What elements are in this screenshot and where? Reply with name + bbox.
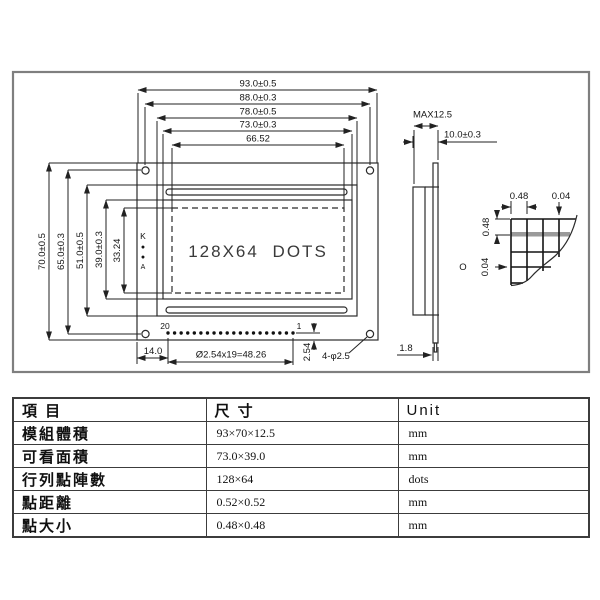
svg-text:●: ● — [141, 254, 145, 261]
dim-88: 88.0±0.3 — [240, 93, 277, 104]
dim-14: 14.0 — [144, 346, 163, 357]
header-item: 項 目 — [12, 397, 207, 422]
row-label: 點距離 — [12, 490, 207, 514]
mounting-holes — [141, 166, 375, 339]
dim-pitch: Ø2.54x19=48.26 — [196, 350, 267, 361]
dim-1-8: 1.8 — [399, 343, 412, 354]
row-value: 128×64 — [205, 467, 399, 491]
dim-93: 93.0±0.5 — [240, 79, 277, 90]
side-lcd-body — [412, 186, 426, 316]
bezel-bottom-bar — [165, 306, 348, 314]
dot-pitch-detail: 0.48 0.04 0.48 0.04 O — [459, 191, 578, 287]
header-size: 尺 寸 — [205, 397, 399, 422]
detail-mark: O — [459, 262, 466, 273]
dim-max-12-5: MAX12.5 — [413, 110, 452, 121]
detail-dim-gap-w: 0.04 — [552, 191, 571, 202]
row-label: 點大小 — [12, 513, 207, 538]
dim-33-24: 33.24 — [112, 239, 123, 263]
row-unit: mm — [397, 490, 590, 514]
row-unit: mm — [397, 421, 590, 445]
row-unit: mm — [397, 444, 590, 468]
pcb-outline — [136, 162, 379, 341]
detail-grid — [510, 218, 576, 285]
dim-65: 65.0±0.3 — [56, 233, 67, 270]
display-dots-label: 128X64 DOTS — [188, 242, 328, 261]
svg-text:K: K — [140, 231, 146, 241]
dim-78: 78.0±0.5 — [240, 107, 277, 118]
row-unit: mm — [397, 513, 590, 538]
row-label: 可看面積 — [12, 444, 207, 468]
row-label: 行列點陣數 — [12, 467, 207, 491]
detail-dim-dot-h: 0.48 — [481, 218, 492, 237]
row-value: 0.52×0.52 — [205, 490, 399, 514]
detail-highlight-band — [511, 232, 570, 237]
side-pcb — [432, 162, 439, 344]
pin-20-label: 20 — [160, 321, 170, 331]
bottom-dimensions: 14.0 Ø2.54x19=48.26 2.54 4-φ2.5 — [136, 323, 368, 365]
spec-row-dot-size: 點大小 0.48×0.48 mm — [12, 513, 590, 538]
dim-70: 70.0±0.5 — [37, 233, 48, 270]
row-value: 73.0×39.0 — [205, 444, 399, 468]
header-unit: Unit — [397, 397, 590, 422]
row-value: 0.48×0.48 — [205, 513, 399, 538]
spec-row-module-size: 模組體積 93×70×12.5 mm — [12, 421, 590, 445]
bezel-top-bar — [165, 188, 348, 196]
row-value: 93×70×12.5 — [205, 421, 399, 445]
spec-header-row: 項 目 尺 寸 Unit — [12, 397, 590, 422]
spec-row-viewing-area: 可看面積 73.0×39.0 mm — [12, 444, 590, 468]
side-view: MAX12.5 10.0±0.3 1.8 — [397, 110, 497, 361]
dim-73: 73.0±0.3 — [240, 120, 277, 131]
dim-66-52: 66.52 — [246, 134, 270, 145]
side-pin — [433, 342, 438, 353]
spec-row-dot-matrix: 行列點陣數 128×64 dots — [12, 467, 590, 491]
detail-torn-edge — [510, 214, 578, 287]
dim-holes: 4-φ2.5 — [322, 351, 350, 362]
svg-text:A: A — [141, 264, 146, 271]
detail-dim-dot-w: 0.48 — [510, 191, 529, 202]
dim-39: 39.0±0.3 — [94, 231, 105, 268]
dim-51: 51.0±0.5 — [75, 232, 86, 269]
active-area-dashed — [171, 207, 345, 294]
dim-2-54: 2.54 — [302, 343, 313, 362]
detail-dim-gap-h: 0.04 — [480, 258, 491, 277]
spec-row-dot-pitch: 點距離 0.52×0.52 mm — [12, 490, 590, 514]
top-dimensions: 93.0±0.5 88.0±0.3 78.0±0.5 73.0±0.3 66.5… — [137, 79, 378, 208]
pin-1-label: 1 — [297, 321, 302, 331]
viewing-window-outline — [162, 199, 353, 300]
row-unit: dots — [397, 467, 590, 491]
dim-10: 10.0±0.3 — [444, 130, 481, 141]
row-label: 模組體積 — [12, 421, 207, 445]
spec-table: 項 目 尺 寸 Unit 模組體積 93×70×12.5 mm 可看面積 73.… — [12, 397, 590, 538]
front-view: 128X64 DOTS K ● ● A 20 1 — [136, 162, 379, 341]
metal-frame-outline — [156, 184, 358, 317]
backlight-pin-marks: K ● ● A — [140, 231, 146, 271]
svg-text:●: ● — [141, 244, 145, 251]
drawing-frame — [11, 70, 591, 374]
left-dimensions: 70.0±0.5 65.0±0.3 51.0±0.5 39.0±0.3 33.2… — [37, 162, 172, 341]
